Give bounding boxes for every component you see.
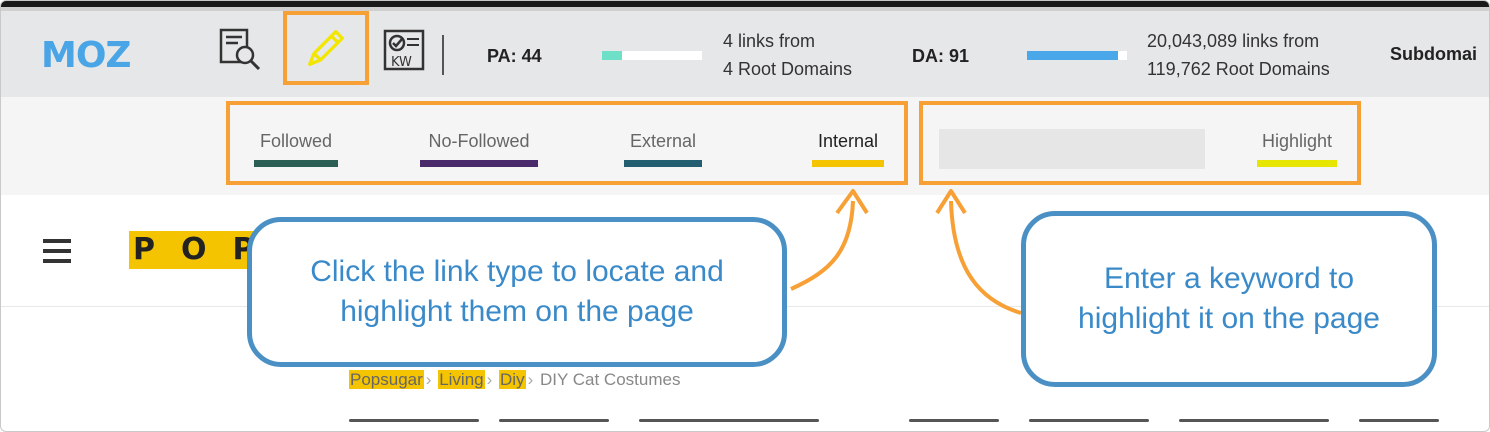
moz-logo[interactable]: MOZ [41, 35, 132, 76]
internal-swatch [812, 160, 884, 167]
pa-links-line2: 4 Root Domains [723, 59, 853, 79]
keyword-highlight-group: Highlight [919, 101, 1361, 185]
link-type-internal-label: Internal [817, 131, 879, 151]
pa-links-line1: 4 links from [723, 31, 816, 51]
da-links-line2: 119,762 Root Domains [1147, 59, 1330, 79]
link-highlight-bar: Followed No-Followed External Internal H… [1, 97, 1489, 195]
breadcrumb-separator: › [527, 370, 534, 389]
da-links-line1: 20,043,089 links from [1147, 31, 1320, 51]
window-top-strip [1, 1, 1489, 11]
link-types-group: Followed No-Followed External Internal [226, 101, 908, 185]
external-swatch [624, 160, 702, 167]
link-type-nofollowed[interactable]: No-Followed [420, 131, 538, 167]
pa-links-text: 4 links from 4 Root Domains [723, 27, 852, 83]
highlight-tool-button[interactable] [283, 11, 369, 85]
mozbar-toolbar: MOZ KW [1, 11, 1489, 97]
da-meter-fill [1027, 51, 1118, 60]
hamburger-menu-icon[interactable] [43, 239, 71, 263]
article-headline-cropped [349, 419, 1449, 431]
breadcrumb-separator: › [486, 370, 493, 389]
pa-meter [602, 51, 702, 60]
callout-left-line1: Click the link type to locate and [310, 255, 724, 288]
link-type-external-label: External [629, 131, 697, 151]
keyword-checklist-icon[interactable]: KW [381, 27, 427, 73]
highlight-button[interactable]: Highlight [1257, 131, 1337, 167]
page-analysis-icon[interactable] [217, 27, 263, 73]
link-type-internal[interactable]: Internal [812, 131, 884, 167]
da-meter [1027, 51, 1127, 60]
highlight-swatch [1257, 160, 1337, 167]
da-links-text: 20,043,089 links from 119,762 Root Domai… [1147, 27, 1330, 83]
highlight-label: Highlight [1261, 131, 1333, 151]
breadcrumb: Popsugar› Living› Diy› DIY Cat Costumes [349, 370, 680, 390]
callout-right-line1: Enter a keyword to [1103, 262, 1355, 295]
link-type-nofollowed-label: No-Followed [428, 131, 530, 151]
breadcrumb-link-popsugar[interactable]: Popsugar [349, 370, 424, 389]
followed-swatch [254, 160, 338, 167]
pencil-icon [308, 30, 344, 66]
subdomain-label: Subdomai [1390, 44, 1478, 64]
pa-label: PA: 44 [487, 46, 542, 66]
da-label: DA: 91 [912, 46, 970, 66]
callout-link-types: Click the link type to locate and highli… [247, 217, 787, 367]
kw-icon-text: KW [391, 55, 412, 70]
pa-meter-fill [602, 51, 623, 60]
link-type-followed[interactable]: Followed [254, 131, 338, 167]
keyword-input[interactable] [939, 129, 1205, 169]
callout-right-line2: highlight it on the page [1078, 302, 1380, 335]
link-type-followed-label: Followed [259, 131, 333, 151]
breadcrumb-link-diy[interactable]: Diy [499, 370, 526, 389]
callout-left-line2: highlight them on the page [340, 295, 694, 328]
nofollowed-swatch [420, 160, 538, 167]
link-type-external[interactable]: External [624, 131, 702, 167]
callout-keyword-highlight: Enter a keyword to highlight it on the p… [1021, 211, 1437, 387]
breadcrumb-separator: › [425, 370, 432, 389]
breadcrumb-link-living[interactable]: Living [438, 370, 485, 389]
toolbar-divider [442, 35, 444, 75]
breadcrumb-current: DIY Cat Costumes [539, 370, 681, 389]
